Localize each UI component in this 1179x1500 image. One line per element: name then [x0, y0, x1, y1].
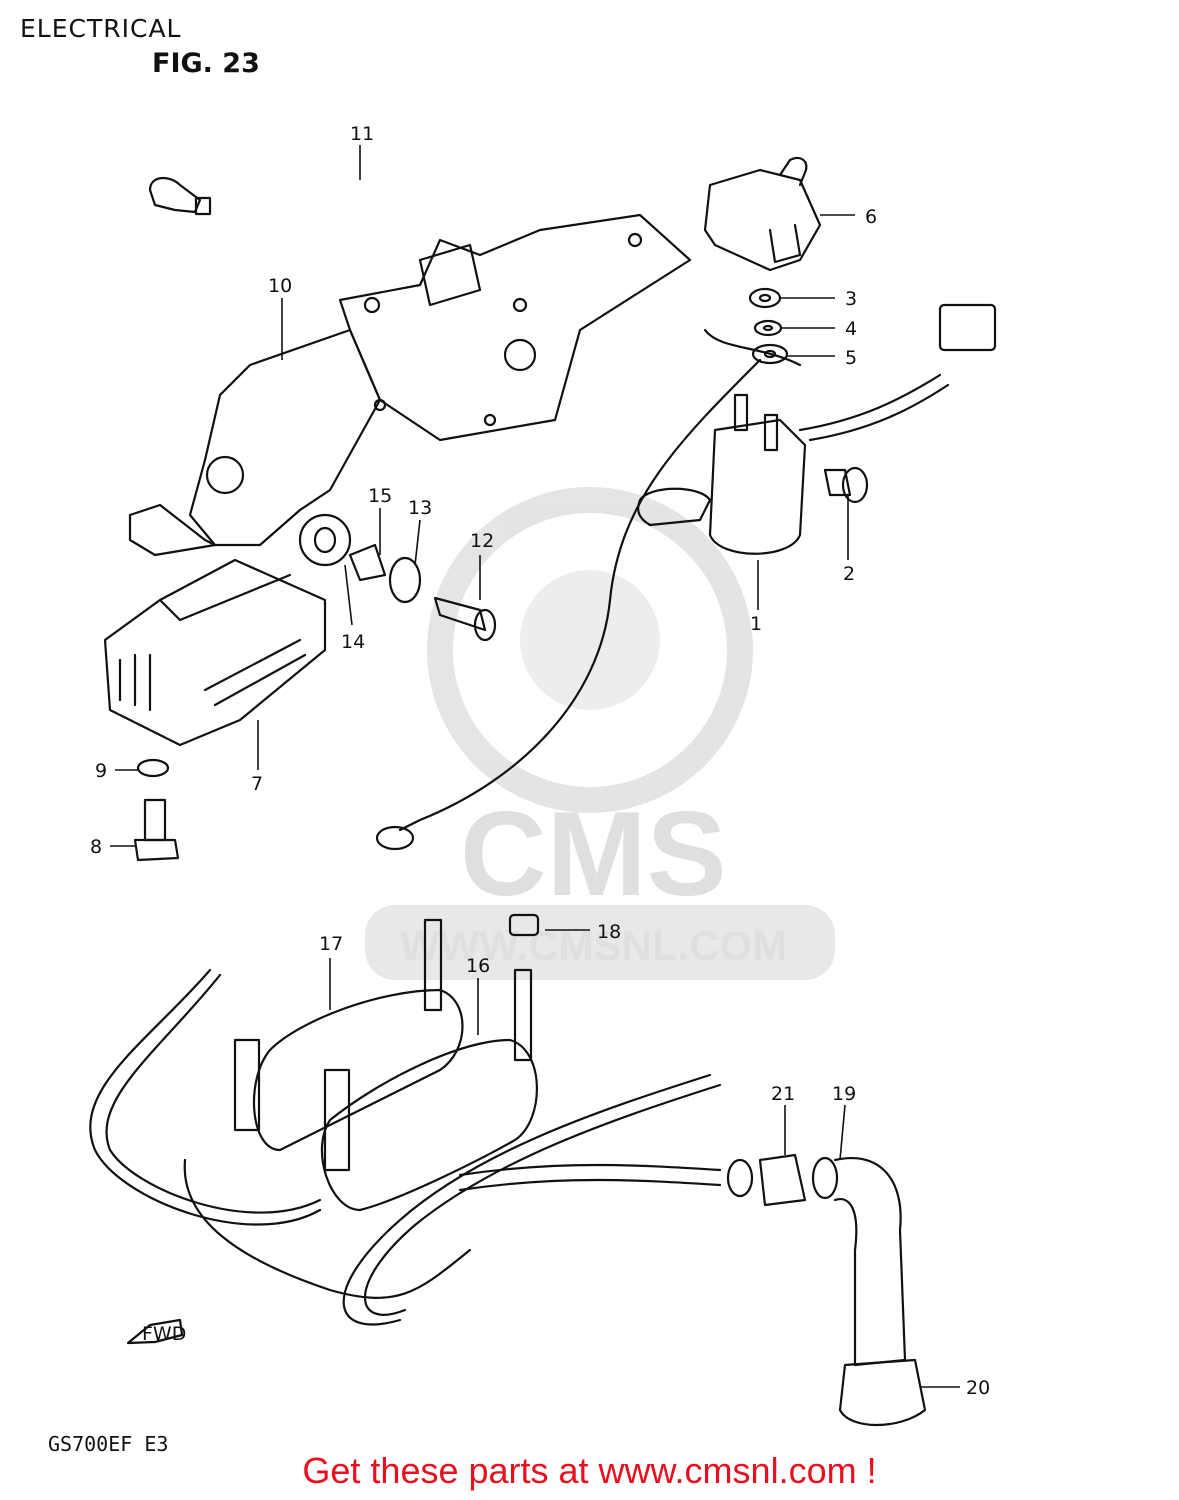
- ground-wire: [398, 358, 762, 832]
- callout-9: 9: [95, 760, 107, 782]
- model-code: GS700EF E3: [48, 1432, 169, 1456]
- callout-8: 8: [90, 836, 102, 858]
- callout-10: 10: [268, 275, 292, 297]
- footer-parts-link[interactable]: Get these parts at www.cmsnl.com !: [302, 1450, 877, 1491]
- regulator-unit: [103, 558, 327, 747]
- fwd-label: FWD: [142, 1323, 186, 1345]
- callout-2: 2: [843, 563, 855, 585]
- callout-12: 12: [470, 530, 494, 552]
- callout-20: 20: [966, 1377, 990, 1399]
- callout-6: 6: [865, 206, 877, 228]
- nut-washer-stack: [748, 287, 789, 365]
- terminal-cover: [703, 156, 822, 272]
- callout-5: 5: [845, 347, 857, 369]
- bolt-part-2: [823, 466, 869, 504]
- callout-11: 11: [350, 123, 374, 145]
- figure-title: FIG. 23: [152, 48, 260, 79]
- bolt-part-8: [133, 798, 180, 862]
- grommet-collar-set: [298, 513, 497, 642]
- cms-watermark: CMS WWW.CMSNL.COM: [365, 487, 835, 980]
- callout-16: 16: [466, 955, 490, 977]
- section-title: ELECTRICAL: [20, 14, 182, 43]
- callout-7: 7: [251, 773, 263, 795]
- nut-part-18: [508, 913, 540, 937]
- callout-3: 3: [845, 288, 857, 310]
- callout-4: 4: [845, 318, 857, 340]
- starter-relay: [637, 303, 997, 555]
- fwd-direction-arrow: [126, 1318, 184, 1345]
- callout-15: 15: [368, 485, 392, 507]
- bulb-part: [148, 177, 212, 216]
- callout-1: 1: [750, 613, 762, 635]
- callout-leaders: [110, 145, 960, 1388]
- callout-21: 21: [771, 1083, 795, 1105]
- ignition-coil-assembly: [89, 913, 722, 1326]
- callout-labels: 1 2 3 4 5 6 7 8 9 10 11 12 13 14 15 16 1…: [90, 123, 990, 1399]
- callout-19: 19: [832, 1083, 856, 1105]
- callout-14: 14: [341, 631, 365, 653]
- callout-17: 17: [319, 933, 343, 955]
- watermark-brand: CMS: [460, 787, 727, 921]
- plug-cap-set: [726, 1153, 927, 1426]
- washer-part-9: [136, 758, 170, 778]
- callout-13: 13: [408, 497, 432, 519]
- callout-18: 18: [597, 921, 621, 943]
- watermark-url: WWW.CMSNL.COM: [400, 922, 787, 969]
- mounting-bracket: [128, 213, 692, 557]
